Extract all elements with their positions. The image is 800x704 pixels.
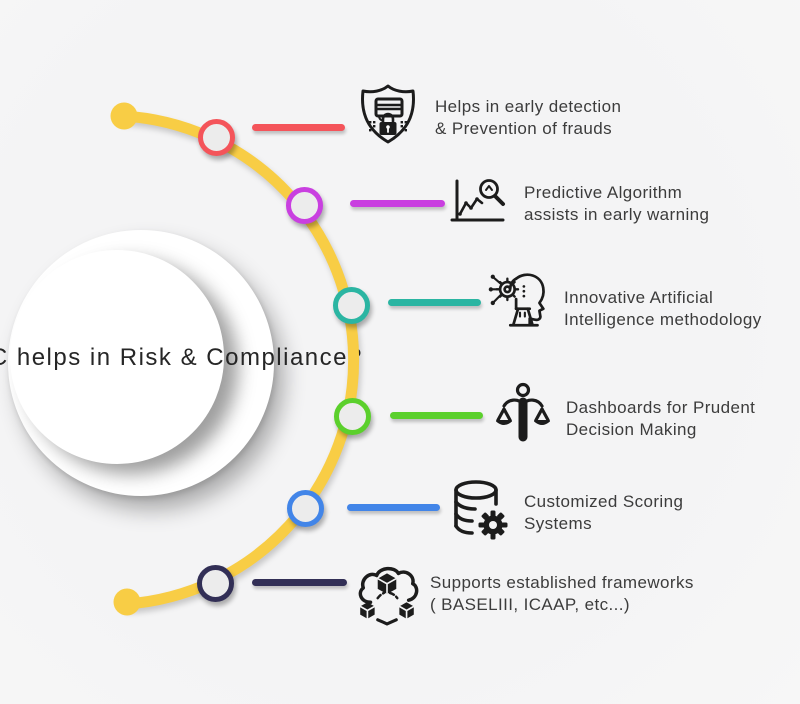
timeline-node-1	[198, 119, 235, 156]
arc-end-dot	[113, 588, 141, 616]
label-line: Customized Scoring	[524, 492, 684, 511]
page-title: How eTHIC helps in Risk & Compliance?	[0, 339, 363, 376]
database-gear-icon	[449, 477, 513, 545]
label-line: Innovative Artificial	[564, 288, 714, 307]
timeline-node-3	[333, 287, 370, 324]
label-line: & Prevention of frauds	[435, 118, 613, 138]
connector-dash-1	[252, 124, 345, 131]
connector-dash-2	[350, 200, 445, 207]
title-line: Compliance?	[206, 343, 363, 371]
item-label-3: Innovative Artificial Intelligence metho…	[564, 287, 762, 330]
chart-magnifier-icon	[449, 176, 507, 228]
label-line: Supports established frameworks	[430, 573, 694, 592]
label-line: ( BASELIII, ICAAP, etc...)	[430, 594, 630, 614]
timeline-node-2	[286, 187, 323, 224]
shield-card-lock-icon	[352, 80, 424, 148]
label-line: Dashboards for Prudent	[566, 398, 756, 417]
item-label-6: Supports established frameworks ( BASELI…	[430, 572, 694, 615]
label-line: Decision Making	[566, 419, 697, 439]
timeline-node-5	[287, 490, 324, 527]
arc-start-dot	[110, 102, 138, 130]
ai-head-icon	[486, 266, 554, 336]
label-line: Helps in early detection	[435, 97, 622, 116]
title-line: How eTHIC	[0, 344, 9, 371]
item-label-5: Customized Scoring Systems	[524, 491, 683, 534]
connector-dash-3	[388, 299, 481, 306]
connector-dash-4	[390, 412, 483, 419]
label-line: Systems	[524, 513, 592, 533]
connector-dash-6	[252, 579, 347, 586]
arc-curve	[117, 110, 360, 610]
cloud-blocks-icon	[353, 558, 421, 628]
label-line: Intelligence methodology	[564, 309, 762, 329]
item-label-1: Helps in early detection & Prevention of…	[435, 96, 621, 139]
scales-person-icon	[493, 382, 553, 452]
connector-dash-5	[347, 504, 440, 511]
title-line: helps in Risk &	[16, 343, 199, 371]
item-label-4: Dashboards for Prudent Decision Making	[566, 397, 755, 440]
label-line: Predictive Algorithm	[524, 183, 683, 202]
timeline-node-6	[197, 565, 234, 602]
item-label-2: Predictive Algorithm assists in early wa…	[524, 182, 709, 225]
label-line: assists in early warning	[524, 204, 710, 224]
timeline-node-4	[334, 398, 371, 435]
center-bubble: How eTHIC helps in Risk & Compliance?	[0, 250, 361, 464]
